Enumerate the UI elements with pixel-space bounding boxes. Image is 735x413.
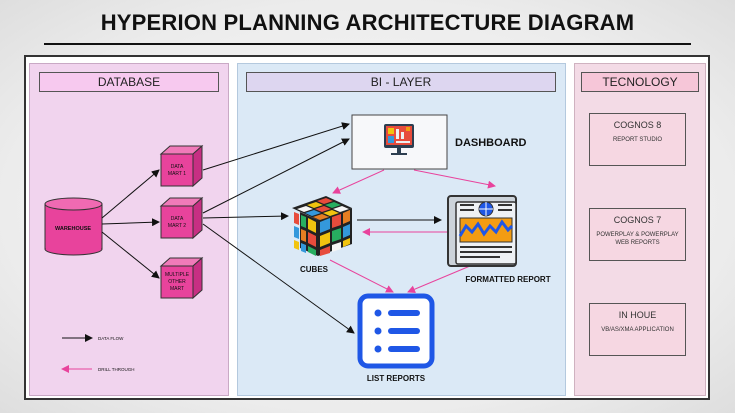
technology-header: TECNOLOGY bbox=[581, 72, 699, 92]
cubes-label: CUBES bbox=[300, 265, 329, 274]
data-mart-2-label-line1: DATA bbox=[171, 216, 184, 222]
legend-drill-through-label: DRILL THROUGH bbox=[98, 367, 135, 372]
bi-layer-header: BI - LAYER bbox=[246, 72, 556, 92]
flow-arrow-mart2-list bbox=[202, 223, 355, 334]
tech-name: COGNOS 8 bbox=[613, 120, 662, 130]
formatted-report-label: FORMATTED REPORT bbox=[465, 275, 550, 284]
data-mart-1-cube bbox=[159, 144, 204, 188]
flow-arrow-mart2-cubes bbox=[202, 212, 289, 221]
warehouse-label: WAREHOUSE bbox=[55, 226, 91, 232]
dashboard-icon bbox=[384, 124, 414, 155]
formatted-report-icon bbox=[447, 195, 517, 267]
tech-box-cognos-8: COGNOS 8 REPORT STUDIO bbox=[589, 113, 686, 166]
other-mart-label-line1: MULTIPLE bbox=[165, 272, 190, 278]
flow-arrow-mart1-dashboard bbox=[202, 122, 350, 171]
tech-box-in-house: IN HOUE VB/AS/XMA APPLICATION bbox=[589, 303, 686, 356]
tech-detail: VB/AS/XMA APPLICATION bbox=[601, 327, 674, 333]
warehouse-cylinder bbox=[44, 197, 103, 256]
flow-arrow-mart2-dashboard bbox=[202, 138, 350, 214]
data-mart-2-cube bbox=[159, 196, 204, 240]
tech-name: IN HOUE bbox=[618, 310, 657, 320]
drill-arrow-dashboard-formatted bbox=[413, 169, 496, 189]
cubes-icon bbox=[292, 196, 352, 256]
drill-arrow-formatted-list bbox=[407, 265, 471, 293]
tech-box-cognos-7: COGNOS 7 POWERPLAY & POWERPLAY WEB REPOR… bbox=[589, 208, 686, 261]
tech-detail: POWERPLAY & POWERPLAY WEB REPORTS bbox=[596, 232, 679, 246]
list-reports-icon bbox=[357, 293, 435, 369]
data-mart-1-label-line2: MART 1 bbox=[168, 171, 186, 177]
flow-arrow-warehouse-mart2 bbox=[101, 218, 160, 227]
legend-data-flow-label: DATA FLOW bbox=[98, 336, 124, 341]
data-mart-2-label-line2: MART 2 bbox=[168, 223, 186, 229]
other-mart-label-line3: MART bbox=[170, 286, 184, 292]
title-underline bbox=[44, 43, 691, 45]
page-title: HYPERION PLANNING ARCHITECTURE DIAGRAM bbox=[100, 10, 635, 35]
multiple-other-mart-cube bbox=[159, 256, 204, 300]
drill-arrow-dashboard-cubes bbox=[332, 169, 385, 194]
flow-arrow-warehouse-mart1 bbox=[101, 169, 160, 219]
database-header: DATABASE bbox=[39, 72, 219, 92]
tech-name: COGNOS 7 bbox=[613, 215, 662, 225]
list-reports-label: LIST REPORTS bbox=[367, 374, 426, 383]
other-mart-label-line2: OTHER bbox=[168, 279, 186, 285]
data-mart-1-label-line1: DATA bbox=[171, 164, 184, 170]
drill-arrow-cubes-list bbox=[329, 259, 394, 293]
dashboard-label: DASHBOARD bbox=[455, 137, 527, 149]
tech-detail: REPORT STUDIO bbox=[612, 137, 663, 143]
flow-arrow-warehouse-other bbox=[101, 231, 160, 279]
